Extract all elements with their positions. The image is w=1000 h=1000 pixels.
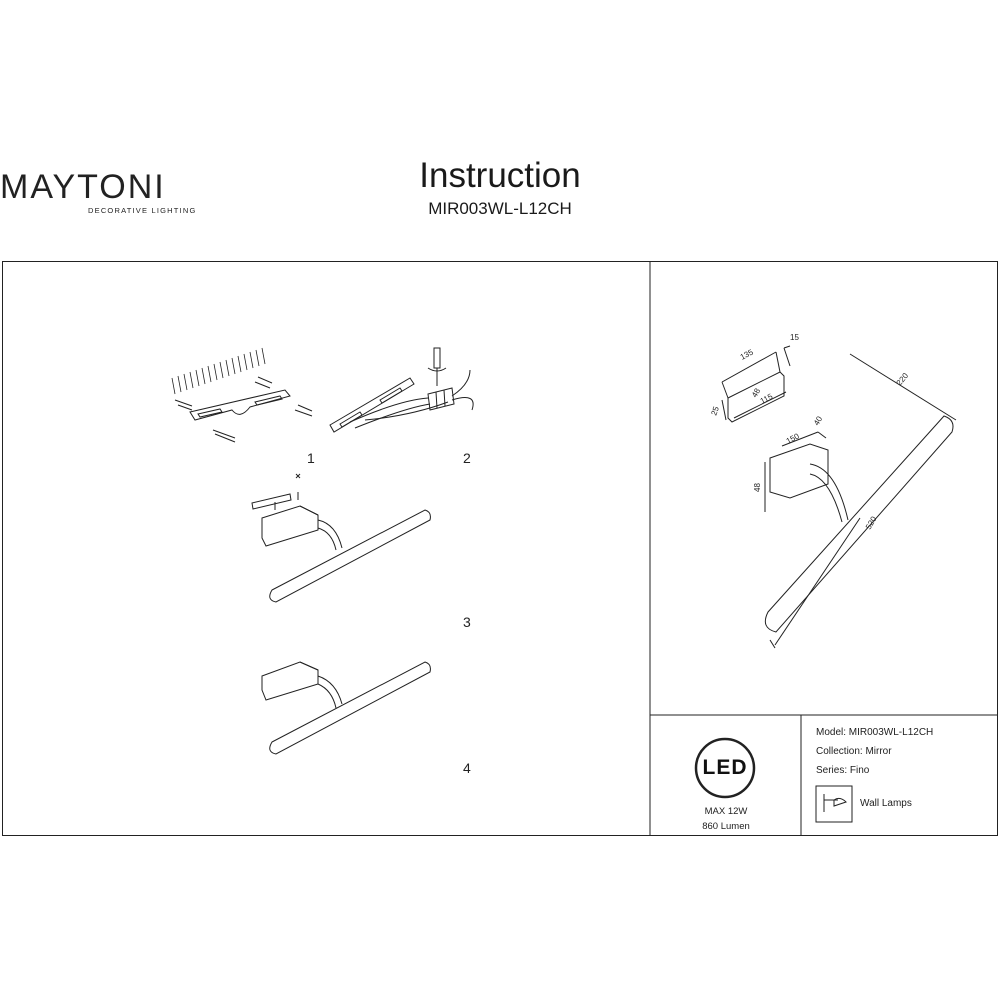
led-power: MAX 12W	[704, 806, 748, 817]
brand-tagline: DECORATIVE LIGHTING	[88, 206, 197, 215]
step-number-1: 1	[307, 450, 315, 466]
info-type: Wall Lamps	[860, 798, 912, 809]
dimension-drawing	[721, 345, 957, 649]
info-model: Model: MIR003WL-L12CH	[816, 727, 934, 738]
dim-label-6: 40	[812, 414, 825, 427]
dim-label-8: 220	[895, 371, 911, 387]
led-badge-text: LED	[702, 756, 748, 779]
step-number-4: 4	[463, 760, 471, 776]
brand-name: MAYTONI	[0, 168, 166, 206]
dim-label-7: 150	[785, 431, 801, 445]
step-number-3: 3	[463, 614, 471, 630]
step3-drawing	[251, 473, 431, 603]
step2-drawing	[329, 347, 474, 433]
led-lumen: 860 Lumen	[702, 821, 750, 832]
instruction-frame	[2, 261, 998, 836]
dim-label-2: 135	[739, 347, 755, 361]
dim-label-4: 115	[759, 392, 775, 406]
step4-drawing	[261, 661, 431, 755]
info-series: Series: Fino	[816, 765, 870, 776]
step1-drawing	[171, 347, 313, 443]
led-badge-circle	[694, 737, 756, 799]
dim-label-9: 48	[753, 483, 762, 492]
wall-lamp-icon-frame	[815, 785, 853, 823]
page-title: Instruction	[419, 156, 581, 195]
wall-lamp-icon	[823, 794, 847, 812]
info-collection: Collection: Mirror	[816, 746, 892, 757]
dim-label-1: 15	[790, 333, 799, 342]
dim-label-5: 25	[709, 405, 721, 417]
model-number: MIR003WL-L12CH	[428, 199, 572, 218]
step-number-2: 2	[463, 450, 471, 466]
dim-label-10: 520	[864, 514, 879, 531]
